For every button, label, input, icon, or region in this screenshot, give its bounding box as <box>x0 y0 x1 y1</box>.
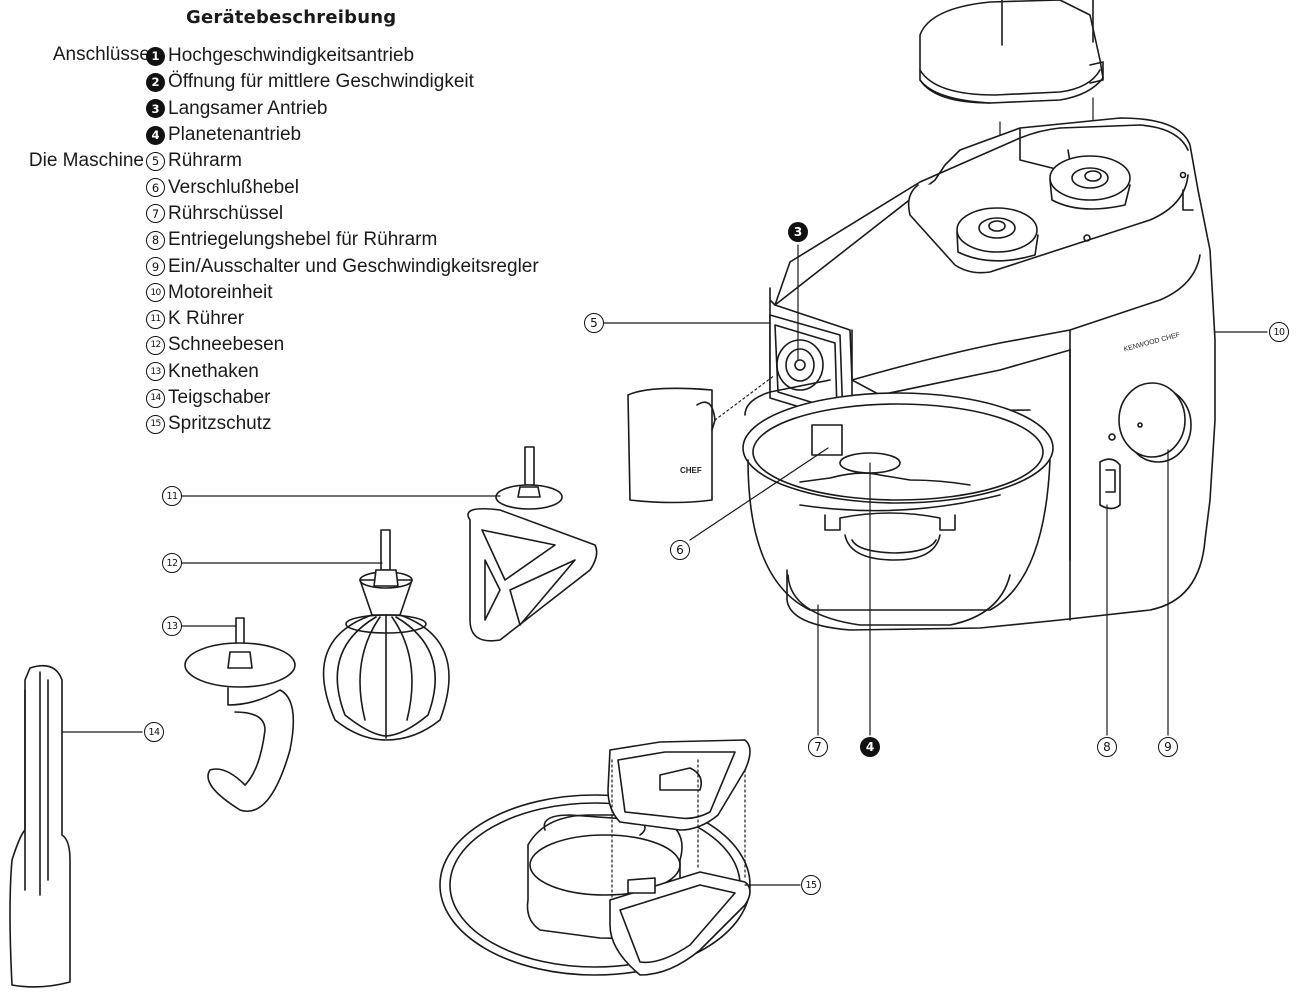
part-number-badge: 14 <box>146 388 165 408</box>
legend-label: Rührschüssel <box>168 202 284 224</box>
part-number-badge: 8 <box>146 230 165 250</box>
part-number-badge: 1 <box>146 46 165 66</box>
legend-label: Motoreinheit <box>168 281 273 303</box>
legend-label: Teigschaber <box>168 387 271 408</box>
outlet-cover <box>627 374 776 504</box>
k-beater <box>467 446 598 642</box>
top-cover-part <box>919 0 1104 104</box>
legend-label: Langsamer Antrieb <box>168 97 328 119</box>
callout-7: 7 <box>808 737 828 757</box>
legend-label: Ein/Ausschalter und Geschwindigkeitsregl… <box>168 255 539 277</box>
legend-label: Knethaken <box>168 360 259 382</box>
callout-12: 12 <box>162 553 182 573</box>
part-number-badge: 7 <box>146 204 165 224</box>
part-number-badge: 13 <box>146 362 165 382</box>
leader-lines <box>61 244 1268 886</box>
speed-dial <box>1108 382 1192 463</box>
splash-guard <box>439 739 751 976</box>
legend-label: Rührarm <box>168 150 242 172</box>
callout-13: 13 <box>162 616 182 636</box>
spatula <box>9 664 71 988</box>
callout-4: 4 <box>860 737 880 757</box>
outlet-housing <box>769 314 844 421</box>
part-number-badge: 10 <box>146 283 165 303</box>
group-label-machine: Die Maschine <box>28 150 144 171</box>
legend-label: Spritzschutz <box>168 413 272 435</box>
whisk <box>322 529 450 741</box>
part-number-badge: 4 <box>146 125 165 145</box>
part-number-badge: 6 <box>146 178 165 198</box>
callout-10: 10 <box>1269 322 1289 342</box>
callout-15: 15 <box>801 875 821 895</box>
legend-label: Schneebesen <box>168 334 285 356</box>
dough-hook <box>184 617 296 812</box>
part-number-badge: 2 <box>146 72 165 92</box>
part-number-badge: 3 <box>146 99 165 119</box>
legend-label: Hochgeschwindigkeitsantrieb <box>168 45 415 67</box>
legend-label: K Rührer <box>168 308 245 330</box>
legend-label: Verschlußhebel <box>168 176 299 198</box>
callout-11: 11 <box>162 486 182 506</box>
legend-label: Öffnung für mittlere Geschwindigkeit <box>168 71 474 93</box>
group-label-connections: Anschlüsse <box>52 44 150 65</box>
callout-3: 3 <box>788 222 808 242</box>
release-lever <box>1099 458 1121 510</box>
part-number-badge: 15 <box>146 414 165 434</box>
callout-5: 5 <box>584 313 604 333</box>
callout-14: 14 <box>144 722 164 742</box>
part-number-badge: 5 <box>146 151 165 171</box>
part-number-badge: 12 <box>146 335 165 355</box>
heading: Gerätebeschreibung <box>186 7 397 28</box>
callout-9: 9 <box>1158 737 1178 757</box>
part-number-badge: 9 <box>146 257 165 277</box>
legend-label: Entriegelungshebel für Rührarm <box>168 229 438 251</box>
callout-6: 6 <box>670 540 690 560</box>
callout-8: 8 <box>1097 737 1117 757</box>
part-number-badge: 11 <box>146 309 165 329</box>
guard-print: CHEF <box>680 466 702 475</box>
legend-label: Planetenantrieb <box>168 124 302 146</box>
